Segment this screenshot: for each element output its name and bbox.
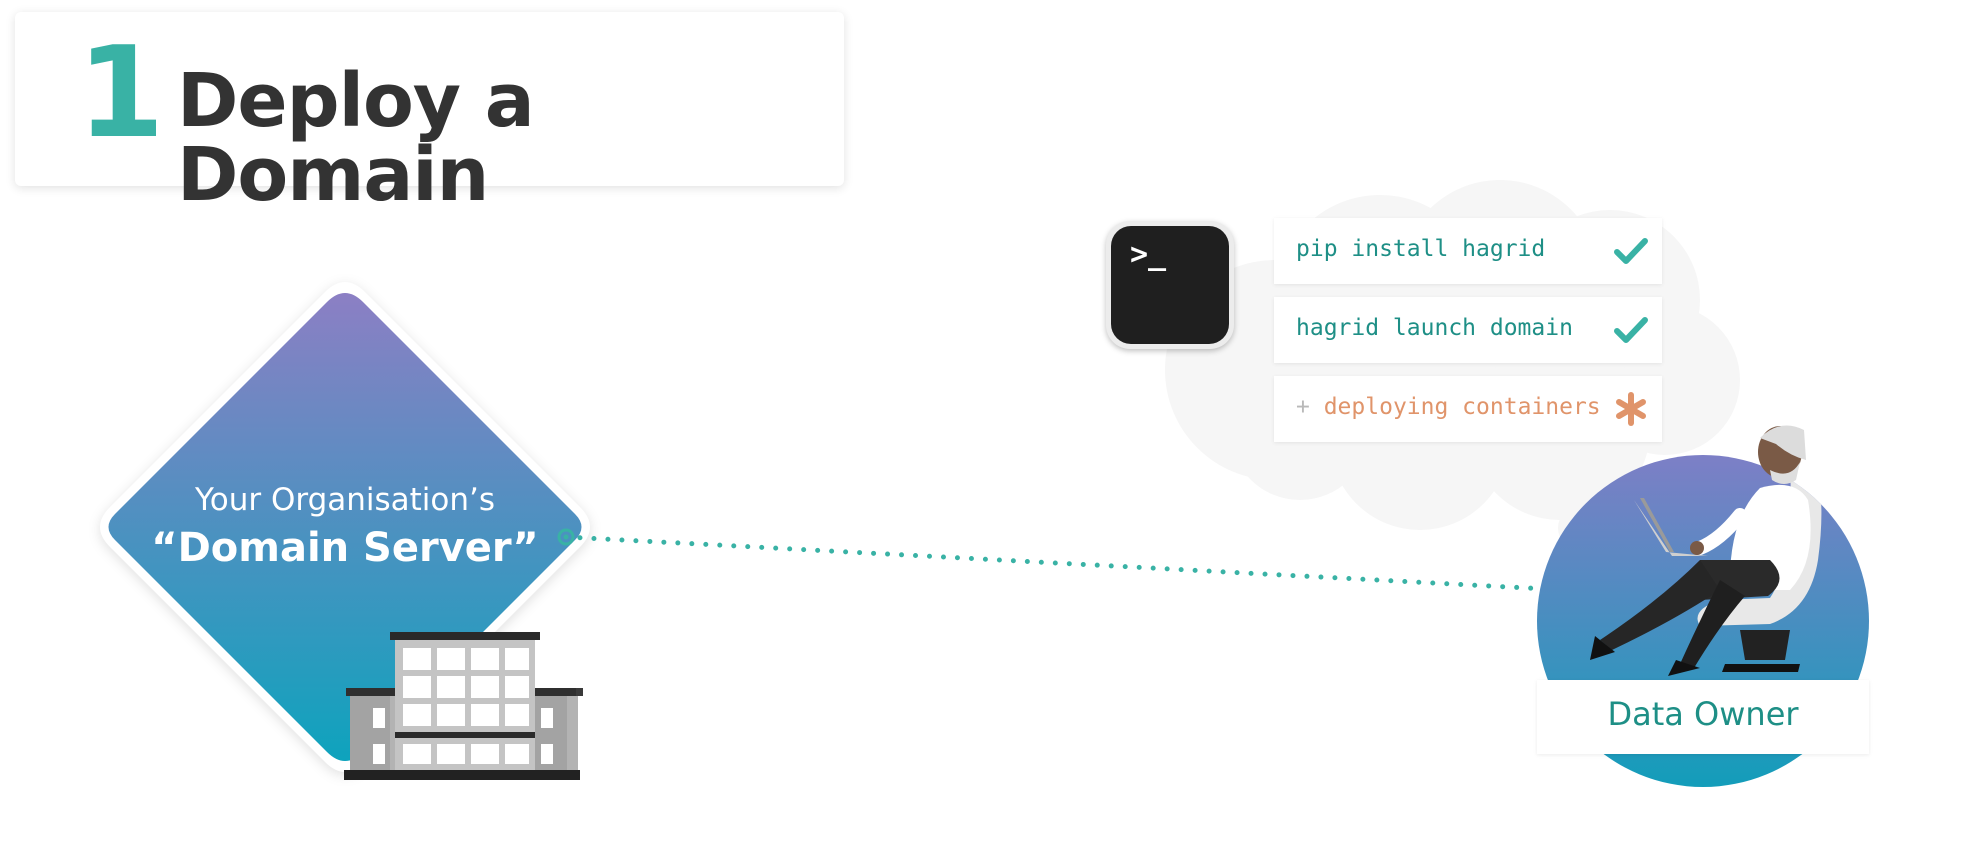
connector-line: [557, 528, 1574, 599]
command-row: pip install hagrid: [1274, 218, 1662, 284]
title-card: 1 Deploy a Domain: [15, 12, 844, 212]
page-title: Deploy a Domain: [177, 58, 535, 218]
domain-server-subtitle: Your Organisation’s: [194, 482, 496, 518]
terminal-icon: >_: [1106, 221, 1234, 349]
command-row: + deploying containers: [1274, 376, 1662, 442]
command-label: deploying containers: [1323, 394, 1601, 420]
office-building-icon: [344, 632, 583, 780]
checkmark-icon: [1614, 238, 1648, 264]
command-label: pip install hagrid: [1296, 236, 1546, 262]
command-text: pip install hagrid: [1296, 238, 1545, 261]
terminal-prompt: >_: [1130, 237, 1167, 272]
command-label: hagrid launch domain: [1296, 315, 1573, 341]
command-row: hagrid launch domain: [1274, 297, 1662, 363]
command-prefix: +: [1296, 394, 1324, 420]
checkmark-icon: [1614, 317, 1648, 343]
terminal-screen: >_: [1111, 226, 1229, 344]
command-text: + deploying containers: [1296, 396, 1601, 419]
asterisk-icon: [1616, 392, 1646, 426]
data-owner-label: Data Owner: [1537, 680, 1869, 754]
command-text: hagrid launch domain: [1296, 317, 1573, 340]
domain-server-name: “Domain Server”: [151, 525, 539, 571]
step-number: 1: [77, 19, 165, 166]
data-owner-text: Data Owner: [1607, 695, 1799, 733]
